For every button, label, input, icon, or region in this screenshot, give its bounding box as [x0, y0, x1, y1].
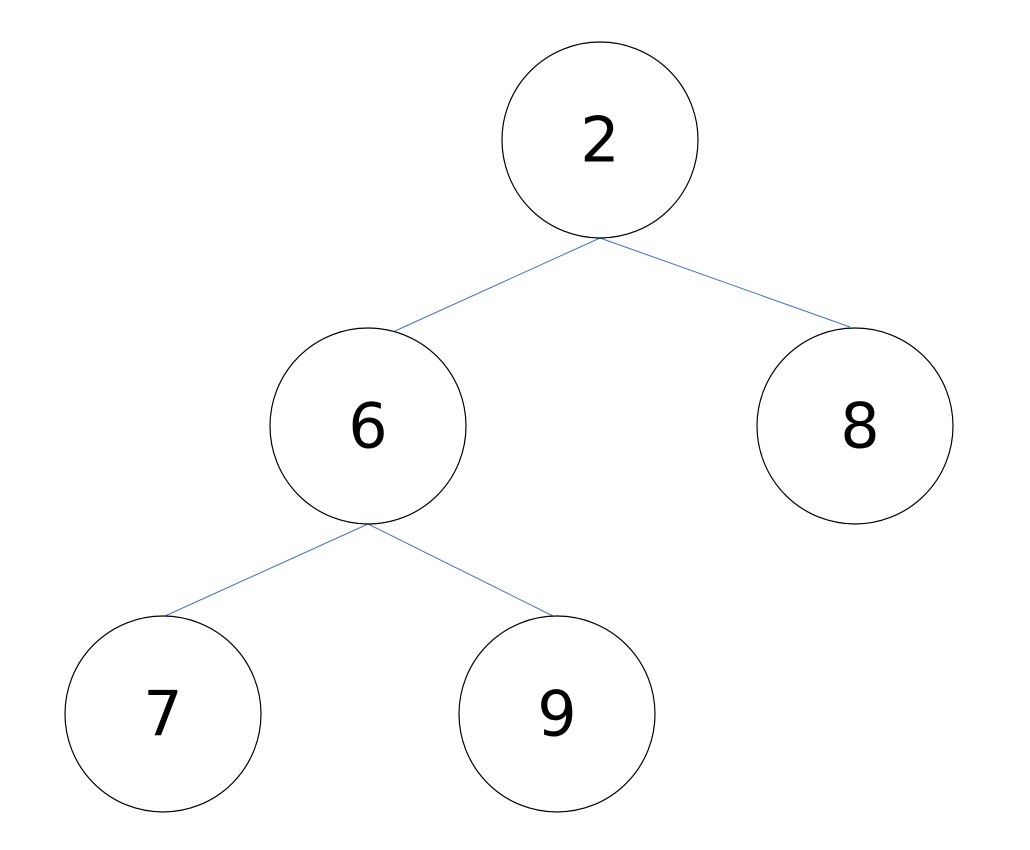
tree-edges: [164, 237, 851, 617]
edge-2-8: [599, 237, 851, 328]
tree-node-7: 7: [64, 615, 262, 813]
edge-6-7: [164, 523, 369, 617]
tree-node-6: 6: [269, 327, 467, 525]
node-label: 8: [840, 390, 879, 463]
edge-2-6: [394, 237, 601, 332]
node-label: 6: [348, 390, 387, 463]
node-label: 9: [537, 678, 576, 751]
node-label: 7: [143, 678, 182, 751]
tree-node-8: 8: [756, 327, 954, 525]
tree-node-9: 9: [458, 615, 656, 813]
tree-nodes: 2 6 8 7 9: [64, 41, 954, 813]
node-label: 2: [580, 104, 619, 177]
edge-6-9: [367, 523, 554, 617]
tree-node-2: 2: [501, 41, 699, 239]
